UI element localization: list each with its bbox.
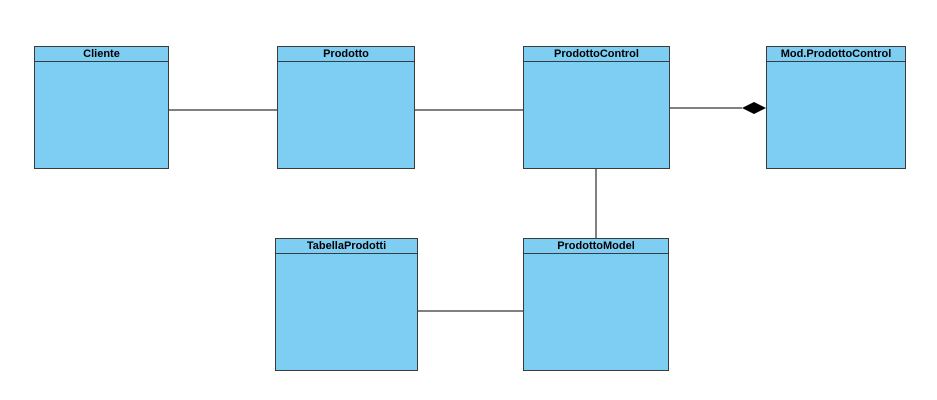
class-name: ProdottoControl xyxy=(524,47,669,62)
composition-diamond xyxy=(742,102,766,114)
class-name: Cliente xyxy=(35,47,168,62)
class-prodotto[interactable]: Prodotto xyxy=(277,46,415,169)
class-tabella-prodotti[interactable]: TabellaProdotti xyxy=(275,238,418,371)
class-name: Prodotto xyxy=(278,47,414,62)
class-prodotto-control[interactable]: ProdottoControl xyxy=(523,46,670,169)
class-name: TabellaProdotti xyxy=(276,239,417,254)
class-name: ProdottoModel xyxy=(524,239,668,254)
class-prodotto-model[interactable]: ProdottoModel xyxy=(523,238,669,371)
class-mod-prodotto-control[interactable]: Mod.ProdottoControl xyxy=(766,46,906,169)
class-cliente[interactable]: Cliente xyxy=(34,46,169,169)
class-name: Mod.ProdottoControl xyxy=(767,47,905,62)
